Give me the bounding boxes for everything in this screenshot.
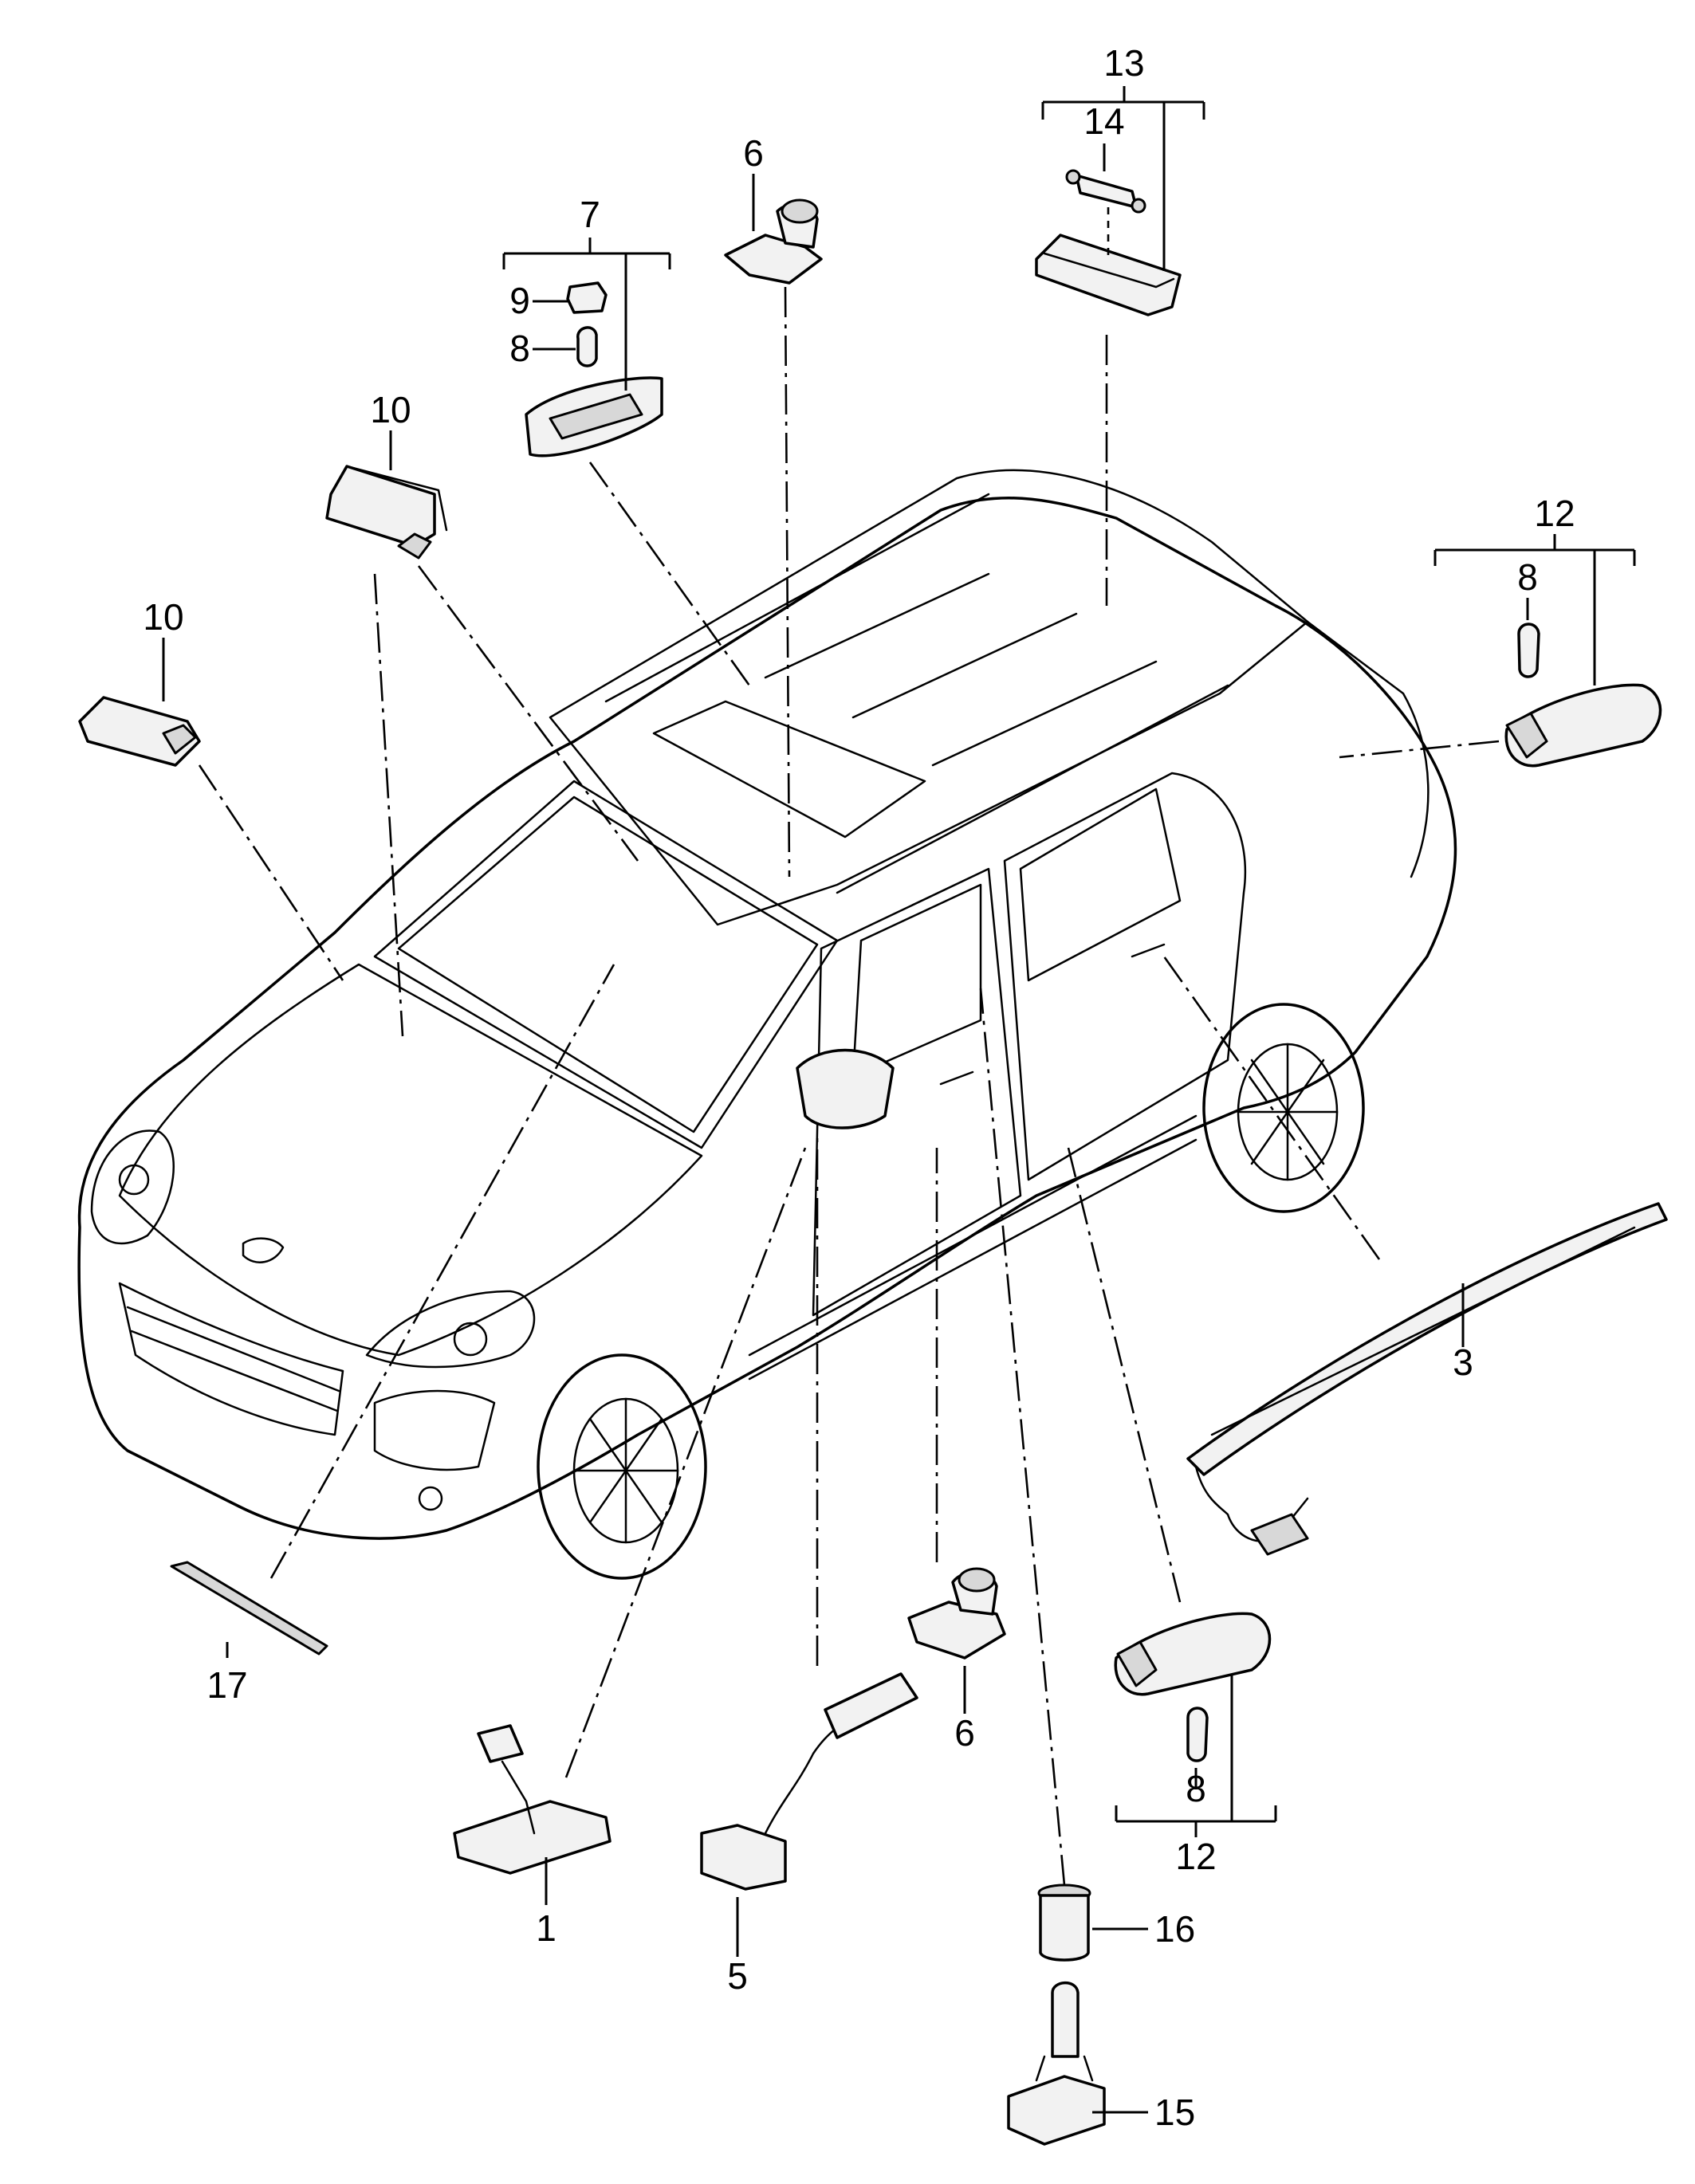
part-8-bulb-a (576, 326, 598, 367)
part-6-camera-top (724, 198, 823, 285)
leader-lines (162, 86, 1636, 2114)
rear-wheel (1202, 1003, 1365, 1213)
part-12-lamp-lower (1114, 1612, 1272, 1696)
callout-9: 9 (509, 280, 530, 321)
part-5-connector (700, 1672, 918, 1891)
callout-5: 5 (727, 1955, 748, 1997)
grille (118, 1282, 344, 1436)
part-13-roof-lamp (1035, 234, 1182, 316)
part-1-door-lamp (453, 1724, 612, 1875)
callout-1: 1 (536, 1907, 556, 1949)
callout-8-b: 8 (1517, 556, 1538, 598)
part-16-sleeve (1037, 1884, 1091, 1962)
callout-7: 7 (580, 194, 600, 235)
part-7-interior-light (525, 376, 663, 458)
headlight-right (365, 1290, 536, 1369)
callout-10-upper: 10 (370, 389, 411, 430)
hood (118, 963, 703, 1357)
callout-6-bottom: 6 (954, 1712, 975, 1754)
windshield (373, 780, 839, 1149)
part-9-cap (566, 281, 608, 314)
callout-15: 15 (1154, 2092, 1195, 2133)
side-mirror (796, 1048, 895, 1129)
part-8-bulb-b (1517, 623, 1540, 678)
callout-16: 16 (1154, 1908, 1195, 1950)
callout-labels: 13 14 6 7 9 8 10 10 12 8 3 17 6 8 12 1 5… (143, 42, 1575, 2133)
callout-12-upper: 12 (1534, 493, 1575, 534)
part-6-camera-bottom (907, 1567, 1006, 1660)
part-10-module-upper (325, 465, 448, 560)
callout-8-a: 8 (509, 328, 530, 369)
part-3-light-strip (1186, 1202, 1668, 1556)
front-door (812, 867, 1022, 1317)
part-15-switch (1007, 1981, 1106, 2146)
vehicle-outline (77, 469, 1457, 1580)
part-17-strip (170, 1561, 328, 1656)
callout-6-top: 6 (743, 132, 764, 174)
crest-icon (242, 1237, 285, 1263)
part-12-lamp-upper (1504, 683, 1662, 768)
front-wheel (537, 1353, 707, 1580)
callout-14: 14 (1083, 100, 1124, 142)
sunroof (652, 700, 926, 839)
callout-10-lower: 10 (143, 596, 183, 638)
callout-17: 17 (206, 1664, 247, 1706)
part-8-bulb-c (1186, 1707, 1209, 1762)
rear-door (1003, 772, 1247, 1181)
part-14-bulb (1065, 169, 1146, 214)
callout-13: 13 (1103, 42, 1144, 84)
part-10-module-lower (78, 696, 201, 767)
callout-8-c: 8 (1186, 1768, 1206, 1809)
callout-3: 3 (1453, 1341, 1473, 1383)
headlight-left (90, 1129, 175, 1245)
callout-12-lower: 12 (1175, 1836, 1216, 1877)
